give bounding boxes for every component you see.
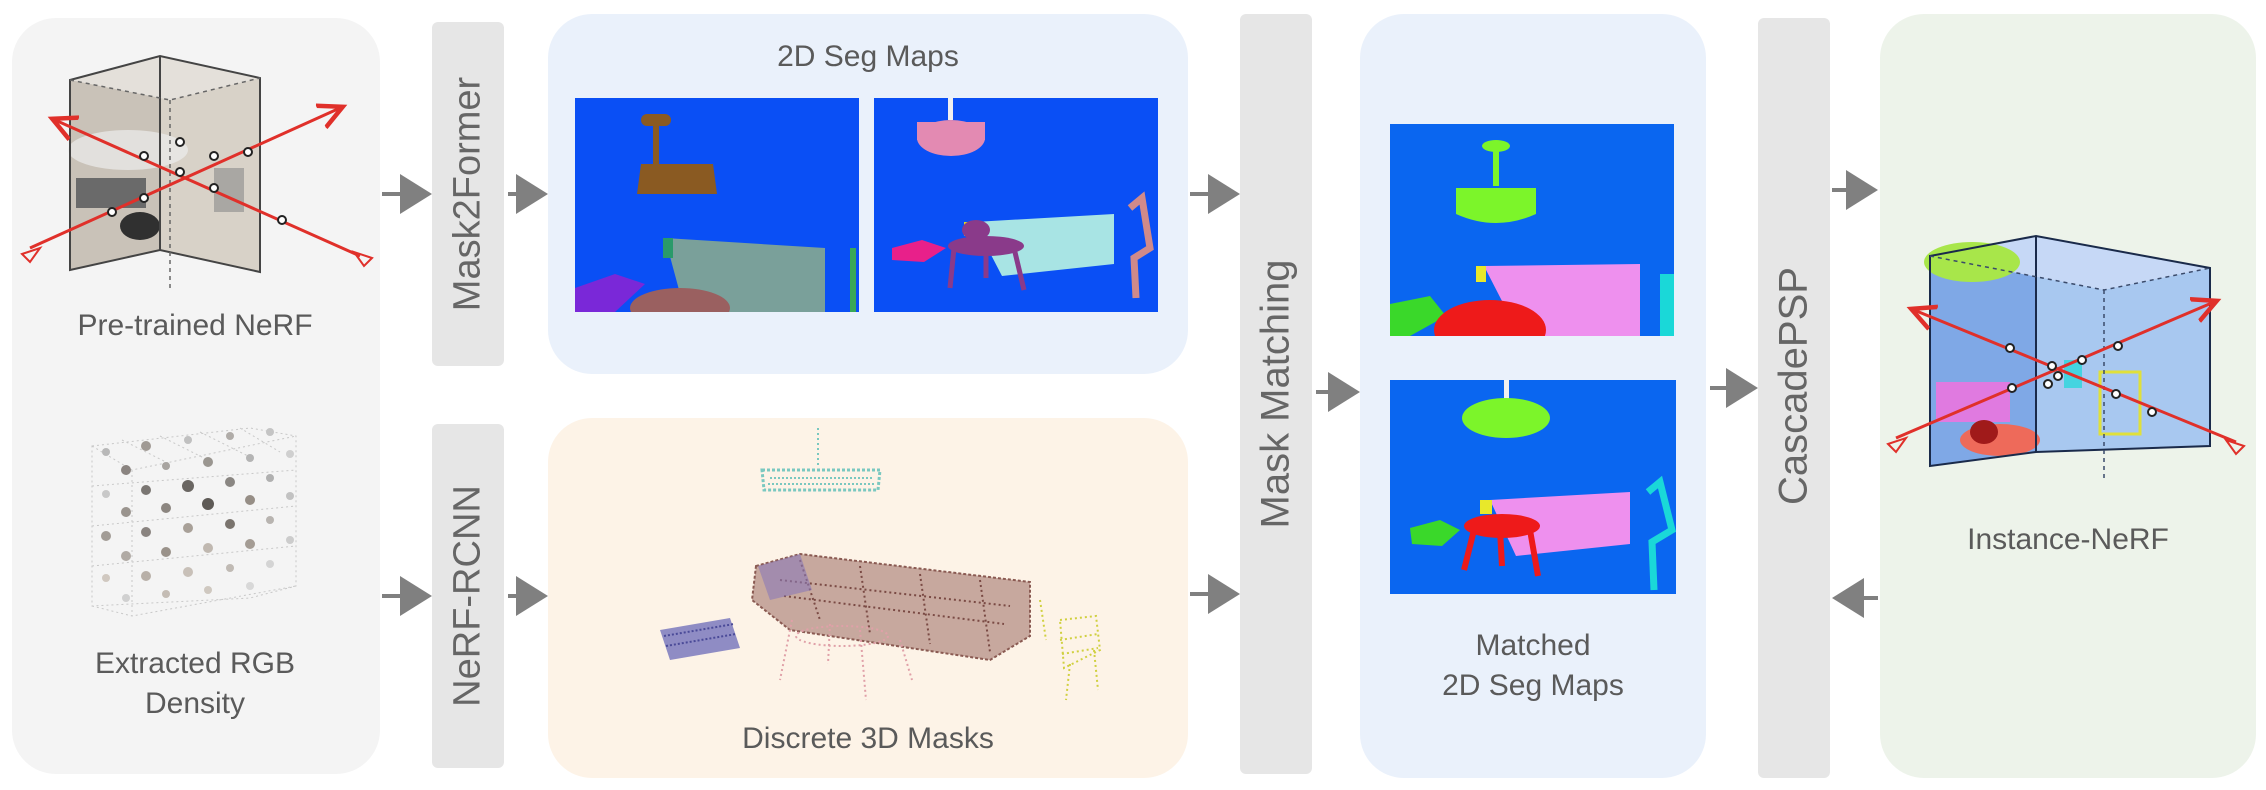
matched-seg-map-image-1 <box>1390 124 1674 336</box>
mask2former-bar <box>432 22 504 366</box>
matched-maps-title: Matched 2D Seg Maps <box>1442 629 1624 702</box>
matched-seg-map-image-2 <box>1390 380 1676 594</box>
seg-maps-title: 2D Seg Maps <box>777 40 959 73</box>
pretrained-nerf-label: Pre-trained NeRF <box>77 309 313 342</box>
cascadepsp-bar <box>1758 18 1830 778</box>
rgb-density-points <box>101 428 294 602</box>
pretrained-nerf-cube <box>20 54 374 290</box>
seg-map-image-2 <box>874 98 1158 312</box>
mask-matching-bar <box>1240 14 1312 774</box>
extracted-rgb-density-label: Extracted RGB Density <box>94 647 296 720</box>
rgb-density-grid <box>91 427 297 617</box>
instance-nerf-cube <box>1886 234 2246 480</box>
discrete-masks-title: Discrete 3D Masks <box>742 722 994 755</box>
instance-nerf-label: Instance-NeRF <box>1967 523 2169 556</box>
seg-map-image-1 <box>575 98 859 312</box>
discrete-3d-masks-cloud <box>660 428 1102 701</box>
nerf-rcnn-bar <box>432 424 504 768</box>
